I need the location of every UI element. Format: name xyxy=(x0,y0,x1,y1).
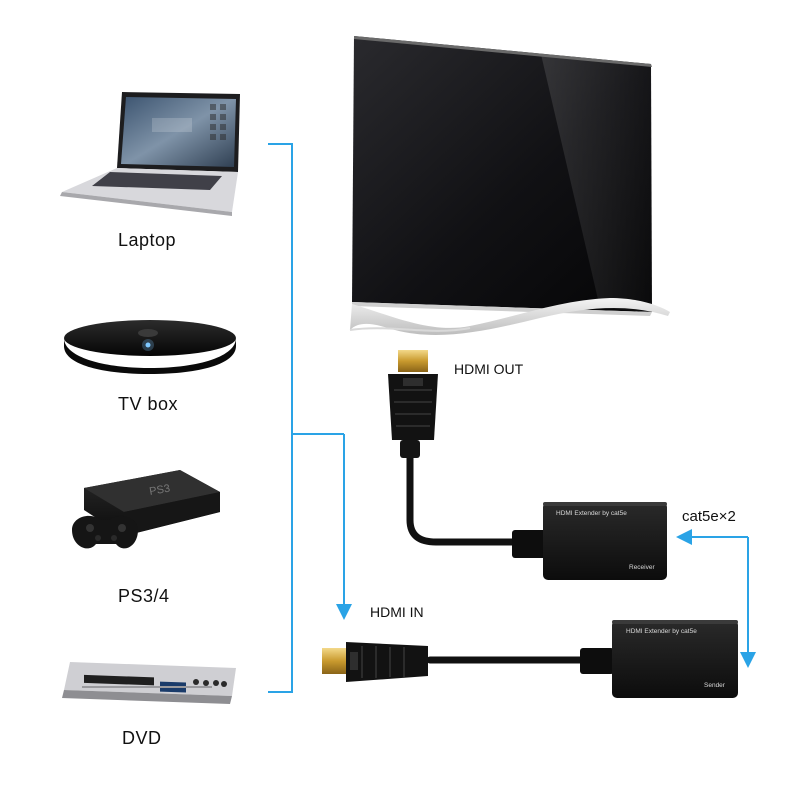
ps-label: PS3/4 xyxy=(118,586,170,606)
hdmi-in-label: HDMI IN xyxy=(370,604,424,620)
sender-box xyxy=(612,620,738,698)
svg-text:PS3: PS3 xyxy=(148,483,171,498)
receiver-role-text: Receiver xyxy=(629,564,655,571)
hdmi-in-plug xyxy=(322,642,428,682)
cat5e-label: cat5e×2 xyxy=(682,508,736,525)
ps-console-image: PS3 xyxy=(72,470,220,549)
tvbox-image xyxy=(64,320,236,374)
receiver-brand-text: HDMI Extender by cat5e xyxy=(556,510,627,517)
sender-role-text: Sender xyxy=(704,682,725,689)
dvd-label: DVD xyxy=(122,728,162,748)
connection-lines xyxy=(268,143,756,693)
laptop-line xyxy=(268,143,293,693)
sender-brand-text: HDMI Extender by cat5e xyxy=(626,628,697,635)
hdmi-out-cable xyxy=(400,440,524,546)
hdmi-in-cable xyxy=(426,648,614,674)
hdmi-out-label: HDMI OUT xyxy=(454,361,524,377)
hdmi-out-plug xyxy=(388,350,438,440)
receiver-box xyxy=(512,502,667,580)
dvd-image xyxy=(62,662,236,704)
laptop-image xyxy=(60,92,240,216)
laptop-label: Laptop xyxy=(118,230,177,250)
tv-image xyxy=(349,36,670,335)
tvbox-label: TV box xyxy=(118,394,179,414)
